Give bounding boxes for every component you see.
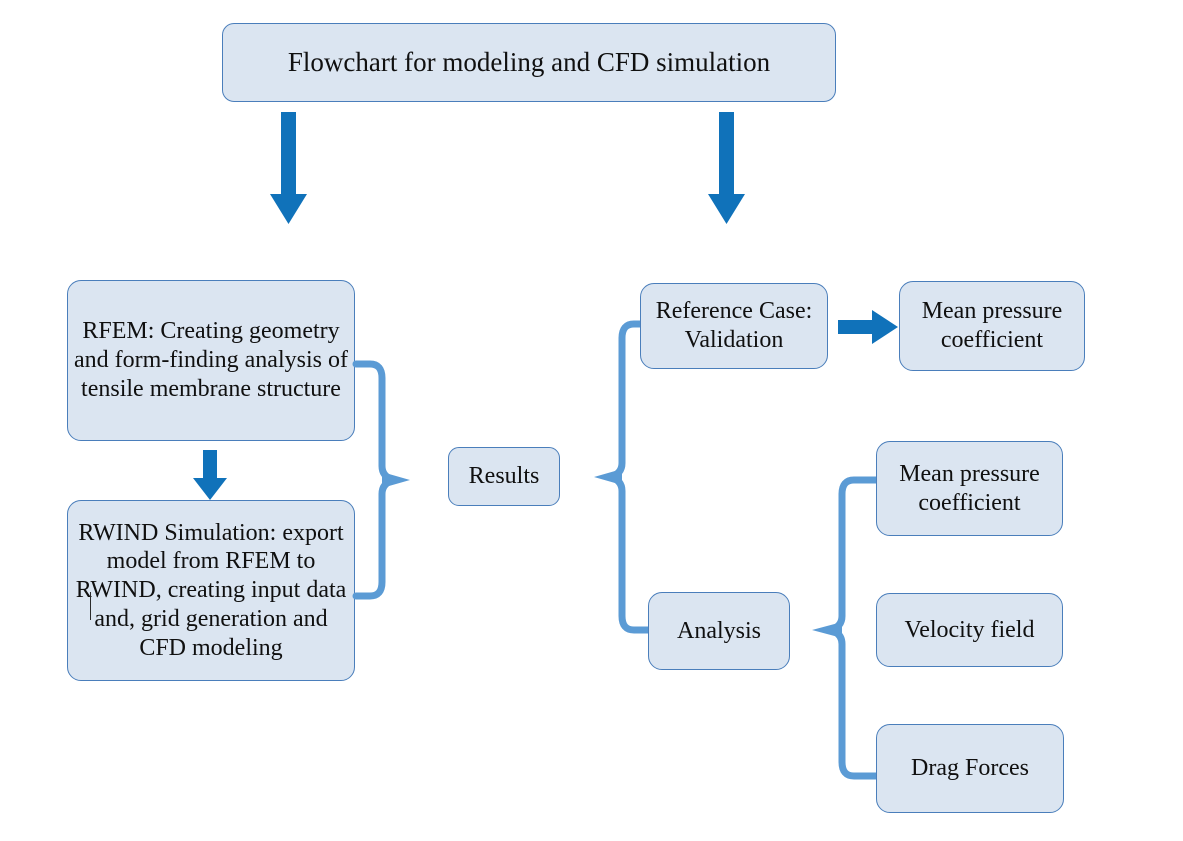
node-mean-pressure-coefficient-analysis[interactable]: Mean pressure coefficient (876, 441, 1063, 536)
brace-left-group-to-results (352, 360, 410, 600)
node-results-label: Results (468, 463, 540, 490)
node-rwind-simulation[interactable]: RWIND Simulation: export model from RFEM… (67, 500, 355, 681)
node-reference-case[interactable]: Reference Case: Validation (640, 283, 828, 369)
node-analysis-label: Analysis (677, 617, 761, 644)
node-drag-forces[interactable]: Drag Forces (876, 724, 1064, 813)
node-mean-pressure-validation-label: Mean pressure coefficient (921, 298, 1063, 353)
node-mean-pressure-coefficient-validation[interactable]: Mean pressure coefficient (899, 281, 1085, 371)
node-analysis[interactable]: Analysis (648, 592, 790, 670)
arrow-title-to-rfem (270, 112, 307, 224)
arrow-reference-to-mean-pressure (838, 310, 898, 344)
arrow-title-to-reference (708, 112, 745, 224)
arrow-rfem-to-rwind (193, 450, 227, 500)
node-rfem-label: RFEM: Creating geometry and form-finding… (74, 318, 348, 402)
node-mean-pressure-analysis-label: Mean pressure coefficient (899, 460, 1040, 516)
node-results[interactable]: Results (448, 447, 560, 506)
node-title-box[interactable]: Flowchart for modeling and CFD simulatio… (222, 23, 836, 102)
text-cursor-artifact (90, 592, 91, 620)
node-velocity-field[interactable]: Velocity field (876, 593, 1063, 667)
node-reference-case-label: Reference Case: Validation (655, 298, 813, 353)
node-rfem-geometry[interactable]: RFEM: Creating geometry and form-finding… (67, 280, 355, 441)
node-velocity-field-label: Velocity field (904, 616, 1035, 643)
node-title-label: Flowchart for modeling and CFD simulatio… (287, 47, 771, 78)
node-drag-forces-label: Drag Forces (911, 755, 1029, 782)
node-rwind-label: RWIND Simulation: export model from RFEM… (75, 519, 347, 661)
